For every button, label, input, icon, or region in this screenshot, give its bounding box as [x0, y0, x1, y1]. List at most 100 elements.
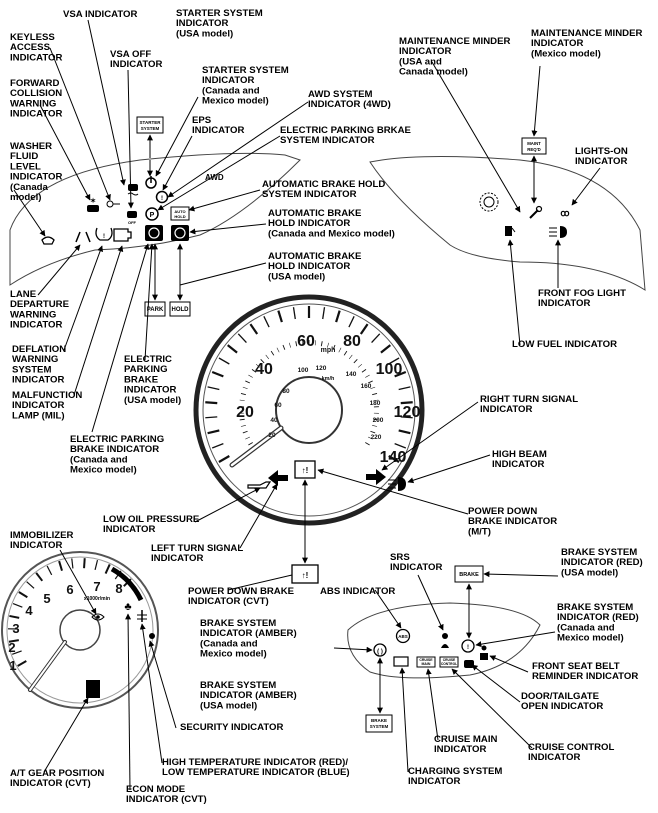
speedo-tick [218, 455, 230, 463]
label-srs: INDICATOR [390, 562, 442, 573]
speedo-tick [218, 357, 230, 365]
svg-text:!: ! [161, 196, 163, 202]
label-ldw: LANE [10, 289, 37, 300]
brake-amber-icon: ( ) [373, 643, 387, 657]
label-door: OPEN INDICATOR [521, 701, 603, 712]
tach-tick [83, 558, 86, 569]
speedo-kmh-tick [327, 342, 329, 348]
abs-icon: ABS [395, 628, 411, 644]
tach-tick [9, 614, 20, 619]
speedo-kmh-label: 140 [346, 371, 357, 378]
label-brake-amber-can: Mexico model) [200, 649, 267, 660]
speedo-tick [398, 386, 411, 391]
label-brake-amber-can: BRAKE SYSTEM [200, 618, 276, 629]
svg-text:PARK: PARK [147, 307, 164, 313]
label-deflation: WARNING [12, 354, 58, 365]
maintenance-icon: MAINT REQ'D [521, 137, 547, 155]
label-gear-pos: A/T GEAR POSITION [10, 768, 104, 779]
speedo-tick [398, 429, 411, 435]
label-econ: INDICATOR (CVT) [126, 794, 207, 805]
label-eps: EPS [192, 115, 212, 126]
brake-red-usa-icon: BRAKE [454, 565, 484, 583]
svg-text:!: ! [103, 234, 105, 240]
label-low-fuel: LOW FUEL INDICATOR [512, 339, 617, 350]
speedo-kmh-tick [368, 436, 373, 440]
speedo-kmh-label: 80 [282, 388, 290, 395]
speedo-kmh-label: 160 [361, 383, 372, 390]
fog-light-icon [549, 226, 567, 238]
speedo-kmh-tick [320, 341, 323, 347]
tach-label: 4 [25, 603, 33, 618]
label-epb-can: Mexico model) [70, 465, 137, 476]
speedo-tick [277, 310, 283, 323]
label-epb-usa: (USA model) [124, 395, 181, 406]
tachometer: 1 2 3 4 5 6 7 8 x1000r/min [1, 551, 159, 709]
label-brake-red-can: (Canada and [557, 622, 615, 633]
speedo-kmh-tick [248, 374, 253, 378]
speedo-kmh-tick [270, 350, 275, 356]
speedo-kmh-tick [265, 354, 270, 360]
speedo-kmh-label: 20 [268, 432, 276, 439]
speedo-tick [380, 344, 391, 354]
label-washer: WASHER [10, 141, 52, 152]
econ-leaf-icon: ♣ [124, 601, 131, 613]
svg-text:♣: ♣ [124, 601, 131, 613]
label-front-fog: INDICATOR [538, 298, 590, 309]
speedo-mph-label: 60 [297, 333, 315, 350]
svg-text:SYSTEM: SYSTEM [370, 724, 389, 729]
speedo-kmh-tick [338, 347, 342, 353]
svg-text:REQ'D: REQ'D [527, 147, 540, 152]
right-turn-arrow-icon [366, 469, 386, 485]
tach-tick [46, 565, 53, 576]
speedo-kmh-tick [353, 359, 358, 364]
speedo-tick [359, 323, 369, 335]
label-right-turn: RIGHT TURN SIGNAL [480, 394, 578, 405]
label-brake-red-usa: (USA model) [561, 567, 618, 578]
temperature-icon [137, 610, 147, 622]
label-cruise-control: CRUISE CONTROL [528, 742, 614, 753]
speedo-kmh-tick [348, 354, 353, 360]
svg-text:CRUISE: CRUISE [443, 658, 456, 662]
label-high-beam: HIGH BEAM [492, 449, 547, 460]
oil-pressure-icon [247, 481, 272, 489]
label-washer: (Canada [10, 182, 49, 193]
label-epb-can: (Canada and [70, 454, 128, 465]
key-icon [106, 200, 120, 208]
speedo-tick [394, 442, 407, 449]
label-econ: ECON MODE [126, 784, 186, 795]
speedo-kmh-tick [373, 399, 379, 402]
label-deflation: INDICATOR [12, 375, 64, 386]
label-maint-mex: (Mexico model) [531, 48, 601, 59]
tach-label: 6 [66, 582, 73, 597]
svg-text:BRAKE: BRAKE [371, 718, 387, 723]
svg-text:SYSTEM: SYSTEM [141, 126, 160, 131]
brake-red-icon: ! [461, 639, 475, 653]
speedo-tick [394, 370, 407, 378]
label-left-turn: INDICATOR [151, 553, 203, 564]
label-right-turn: INDICATOR [480, 404, 532, 415]
label-power-down-mt: POWER DOWN [468, 506, 537, 517]
label-starter-can: STARTER SYSTEM [202, 65, 289, 76]
label-epb-usa: INDICATOR [124, 385, 176, 396]
tach-label: 3 [12, 621, 19, 636]
speedo-mph-label: 80 [343, 333, 361, 350]
speedo-tick [207, 429, 220, 435]
tach-label: 5 [43, 591, 50, 606]
label-starter-can: INDICATOR [202, 75, 254, 86]
tach-unit-label: x1000r/min [84, 596, 110, 602]
tach-tick [26, 581, 35, 589]
label-auto-hold-can: AUTOMATIC BRAKE [268, 208, 362, 219]
label-auto-hold-usa: AUTOMATIC BRAKE [268, 251, 362, 262]
speedo-kmh-label: 120 [316, 365, 327, 372]
svg-text:OFF: OFF [128, 220, 137, 225]
label-cruise-control: INDICATOR [528, 752, 580, 763]
speedo-kmh-tick [282, 344, 286, 350]
speedo-kmh-tick [245, 380, 251, 384]
label-keyless: ACCESS [10, 42, 51, 53]
label-epb-usa: PARKING [124, 364, 168, 375]
parking-brake-icon: P [145, 207, 159, 221]
tach-tick [17, 660, 27, 667]
power-down-brake-cvt-icon: ↑! [291, 564, 319, 584]
svg-text:AUTO: AUTO [174, 209, 185, 214]
